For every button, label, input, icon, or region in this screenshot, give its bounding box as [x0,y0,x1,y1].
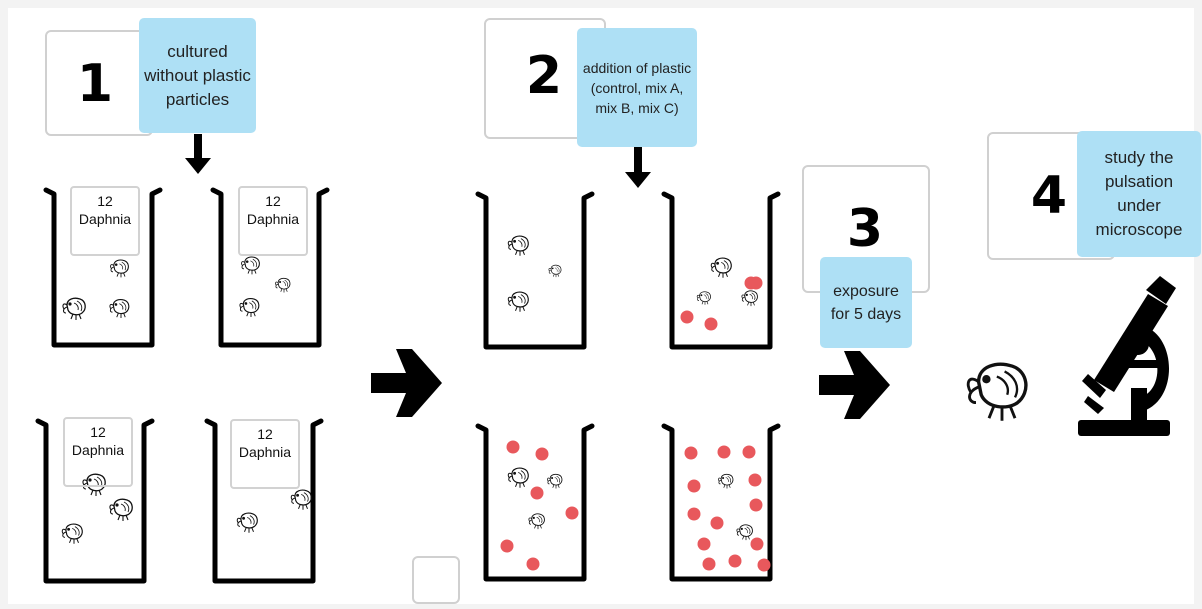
plastic-particle-icon [704,317,718,331]
plastic-particle-icon [757,558,771,572]
arrow-down-icon [625,146,651,188]
daphnia-icon [110,259,129,278]
daphnia-icon [507,467,529,489]
daphnia-icon [736,524,753,541]
plastic-particle-icon [687,507,701,521]
daphnia-icon [275,277,291,293]
daphnia-icon [741,290,758,307]
plastic-particle-icon [535,447,549,461]
step-1-note: cultured without plastic particles [139,18,256,133]
plastic-particle-icon [687,479,701,493]
plastic-particle-icon [710,516,724,530]
microscope-icon [1078,276,1176,436]
step-2-note: addition of plastic (control, mix A, mix… [577,28,697,147]
plastic-particle-icon [728,554,742,568]
daphnia-icon [696,291,711,306]
beaker [661,191,781,350]
plastic-particle-icon [526,557,540,571]
daphnia-icon [236,512,258,534]
daphnia-icon [62,297,86,321]
daphnia-icon [548,264,562,278]
daphnia-icon [718,473,734,489]
daphnia-icon [966,362,1028,423]
diagram-canvas: 1 cultured without plastic particles 2 a… [8,8,1201,604]
plastic-particle-icon [697,537,711,551]
arrow-right-icon [371,349,442,417]
arrow-right-icon [819,351,890,419]
plastic-particle-icon [506,440,520,454]
daphnia-icon [61,523,83,545]
plastic-particle-icon [750,537,764,551]
beaker [475,191,595,350]
daphnia-icon [239,298,260,318]
beaker-label: 12 Daphnia [230,419,300,489]
plastic-particle-icon [684,446,698,460]
plastic-particle-icon [500,539,514,553]
beaker [661,423,781,582]
daphnia-icon [547,473,563,489]
beaker [204,418,324,584]
daphnia-icon [290,489,312,511]
daphnia-icon [507,291,529,313]
beaker [43,187,163,348]
beaker [210,187,330,348]
daphnia-icon [109,498,133,522]
plastic-particle-icon [749,498,763,512]
plastic-particle-icon [717,445,731,459]
daphnia-icon [507,235,529,257]
plastic-particle-icon [680,310,694,324]
empty-placeholder-box [412,556,460,604]
step-2-number: 2 [525,46,563,106]
step-3-number: 3 [846,199,884,259]
diagram-art [35,134,1176,584]
plastic-particle-icon [748,473,762,487]
arrow-down-icon [185,134,211,174]
step-4-note: study the pulsation under microscope [1077,131,1201,257]
daphnia-icon [710,257,732,279]
step-1-number: 1 [76,54,114,114]
daphnia-icon [241,256,260,275]
step-1-frame [45,30,153,136]
plastic-particle-icon [742,445,756,459]
plastic-particle-icon [530,486,544,500]
daphnia-icon [109,299,130,319]
beaker [35,418,155,584]
beaker [475,423,595,582]
step-3-note: exposure for 5 days [820,257,912,348]
step-4-number: 4 [1030,166,1068,226]
plastic-particle-icon [565,506,579,520]
beaker-label: 12 Daphnia [63,417,133,487]
daphnia-icon [528,513,545,530]
plastic-particle-icon [702,557,716,571]
beaker-label: 12 Daphnia [70,186,140,256]
plastic-particle-icon [744,276,758,290]
beaker-label: 12 Daphnia [238,186,308,256]
